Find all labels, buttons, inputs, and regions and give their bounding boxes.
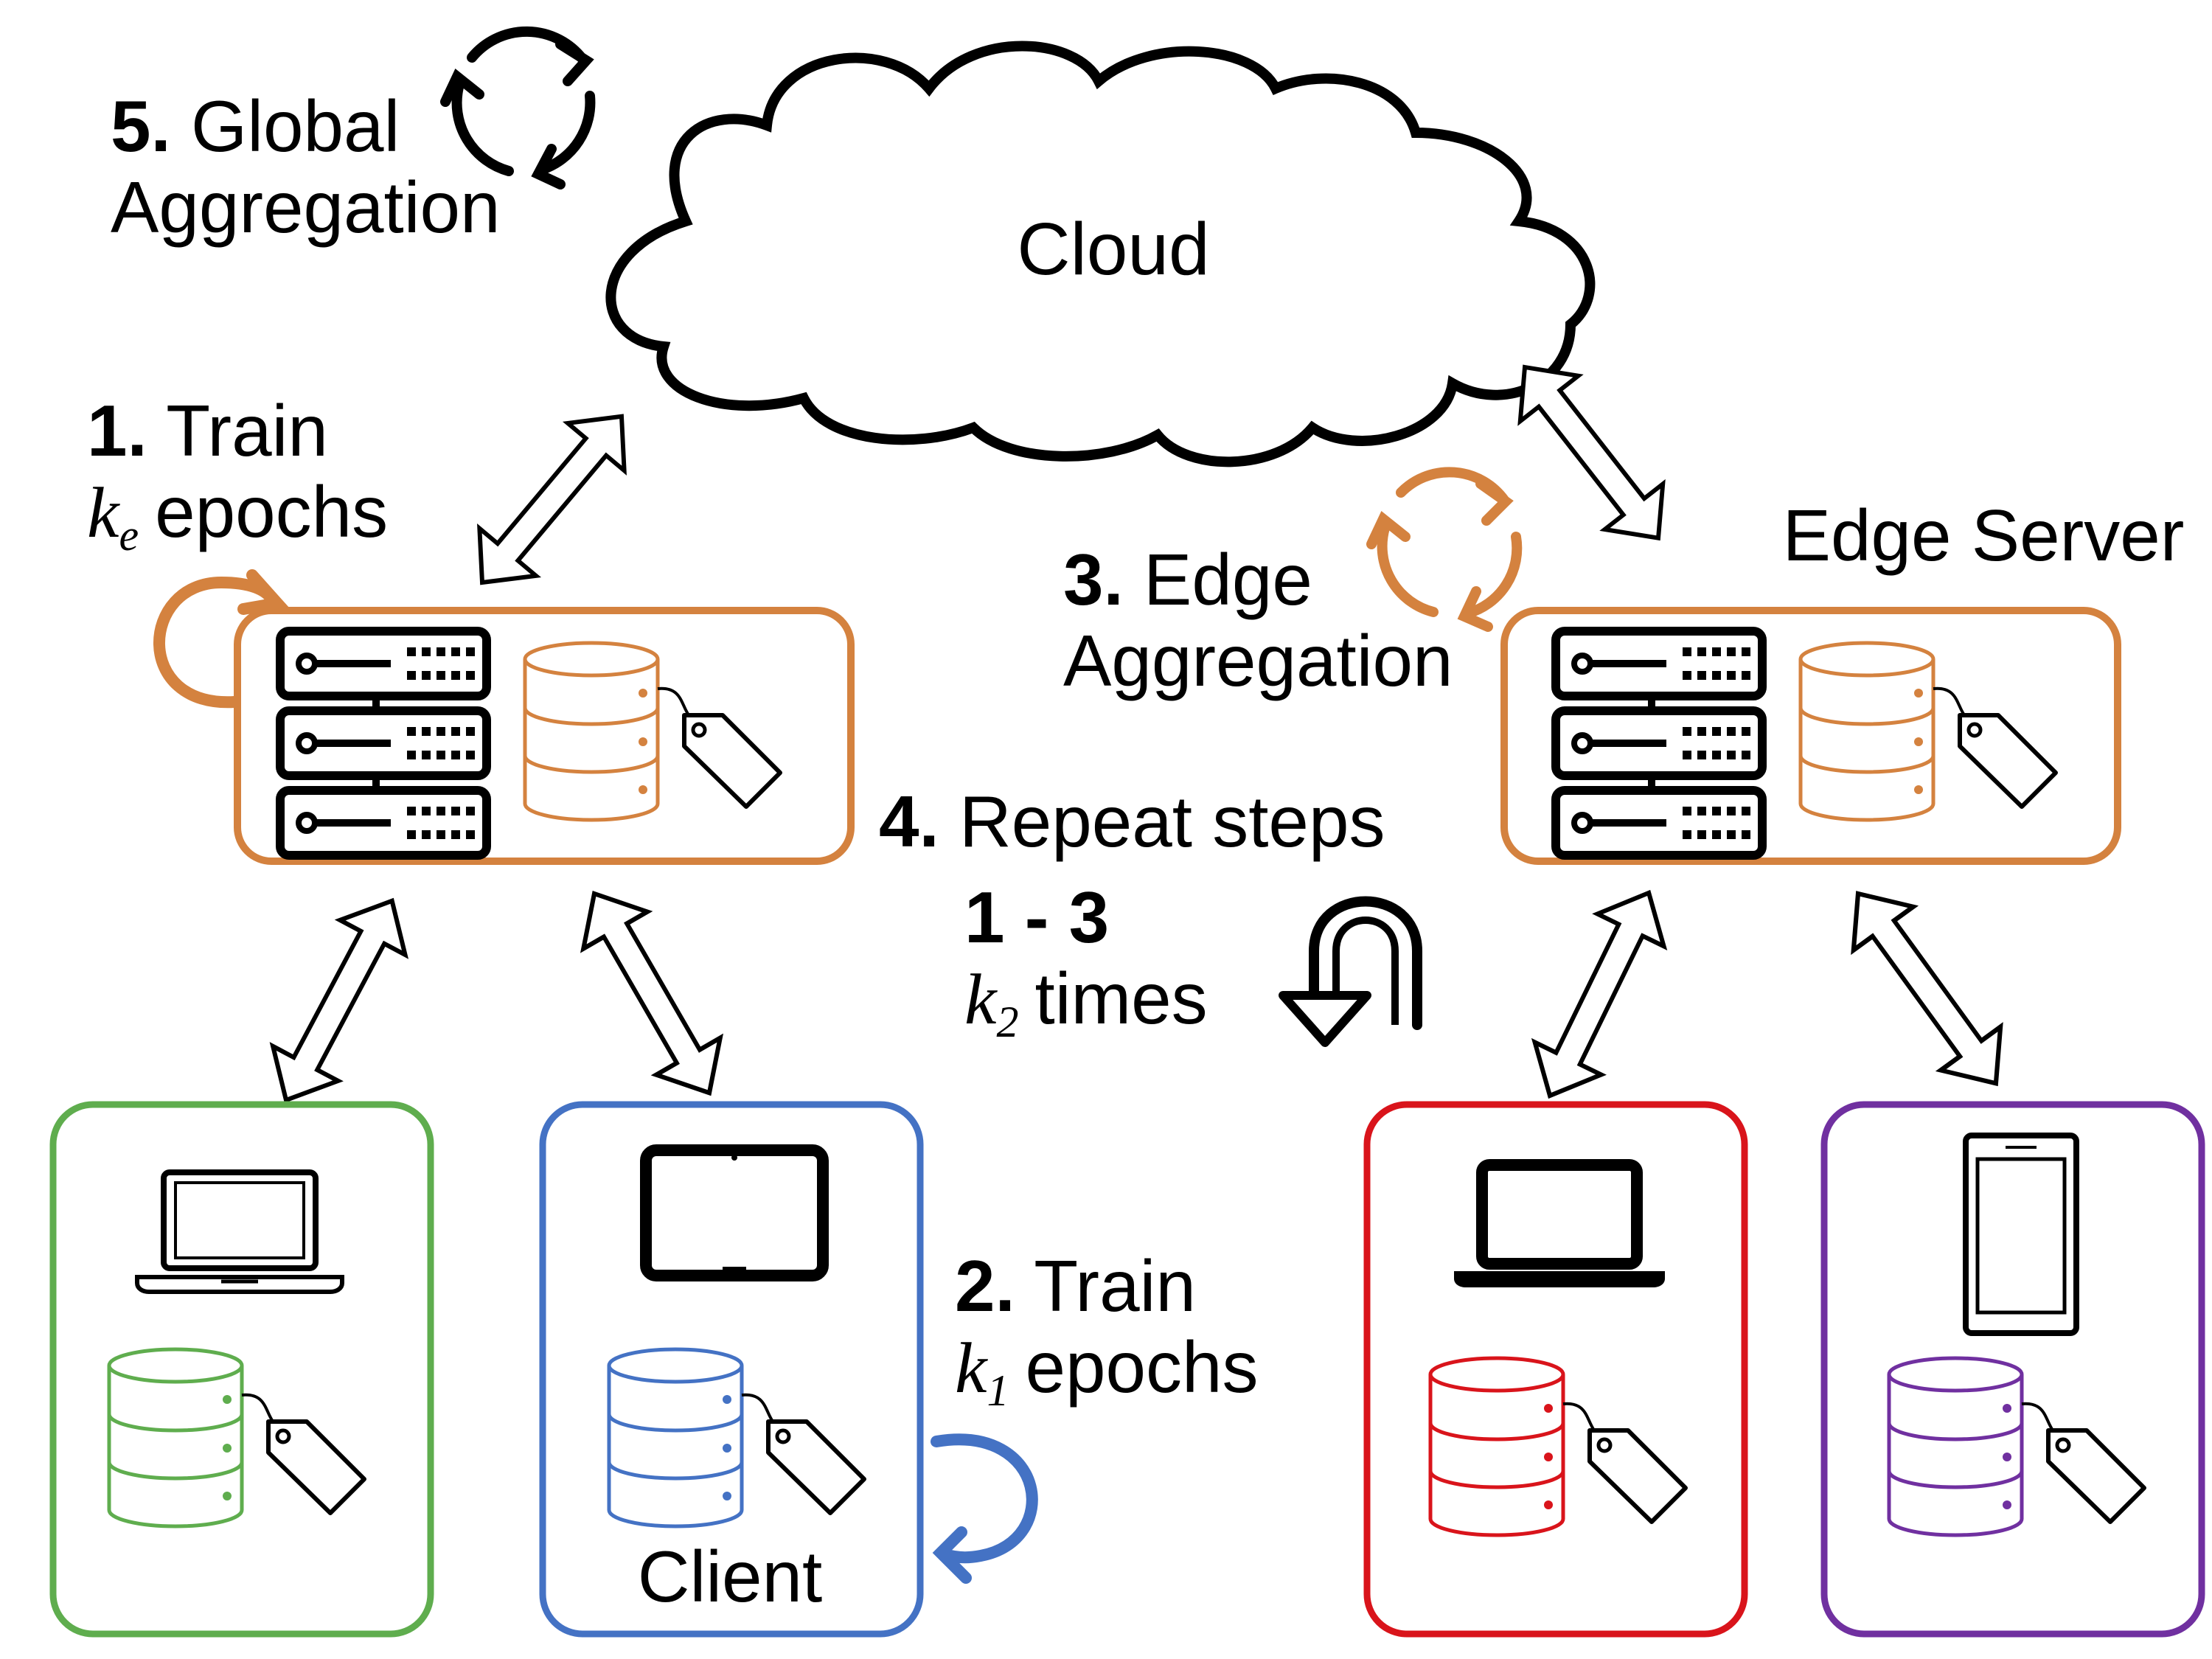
svg-text:1. Train: 1. Train [87,390,328,471]
svg-text:5. Global: 5. Global [111,86,400,167]
cloud-node: Cloud [605,41,1596,467]
edge-left-client-green-arrow [254,883,425,1117]
edge-server-left [234,607,855,865]
client-green [49,1101,434,1638]
svg-text:2. Train: 2. Train [955,1245,1196,1326]
client-red [1363,1101,1748,1638]
loop-arrow-icon [153,569,289,709]
cycle-arrows-icon [440,26,596,189]
client-label: Client [638,1536,823,1617]
laptop-icon [1454,1159,1665,1287]
svg-text:4. Repeat steps: 4. Repeat steps [879,781,1385,862]
cloud-shape [605,41,1596,467]
cloud-label: Cloud [1017,208,1209,291]
svg-text:Aggregation: Aggregation [111,167,501,248]
loop-arrow-icon [931,1433,1038,1584]
edge-server-label: Edge Server [1783,495,2185,576]
laptop-icon [135,1169,344,1294]
u-turn-arrow-icon [1279,896,1422,1047]
tablet-icon [640,1144,829,1281]
edge-server-right: Edge Server [1500,495,2185,865]
client-purple [1820,1101,2205,1638]
step-3-label: 3. Edge Aggregation [1063,539,1453,701]
client-blue: Client [539,1101,924,1638]
edge-left-client-blue-arrow [563,875,742,1111]
edge-right-client-red-arrow [1517,877,1682,1112]
cycle-arrows-icon [1366,467,1523,632]
svg-text:Aggregation: Aggregation [1063,620,1453,701]
svg-text:3. Edge: 3. Edge [1063,539,1312,620]
edge-right-client-purple-arrow [1829,872,2026,1105]
cloud-edge-left-arrow [454,393,650,606]
svg-text:1 - 3: 1 - 3 [964,877,1109,958]
cloud-edge-right-arrow [1496,344,1688,560]
step-5-label: 5. Global Aggregation [111,86,501,248]
phone-icon [1963,1133,2079,1336]
